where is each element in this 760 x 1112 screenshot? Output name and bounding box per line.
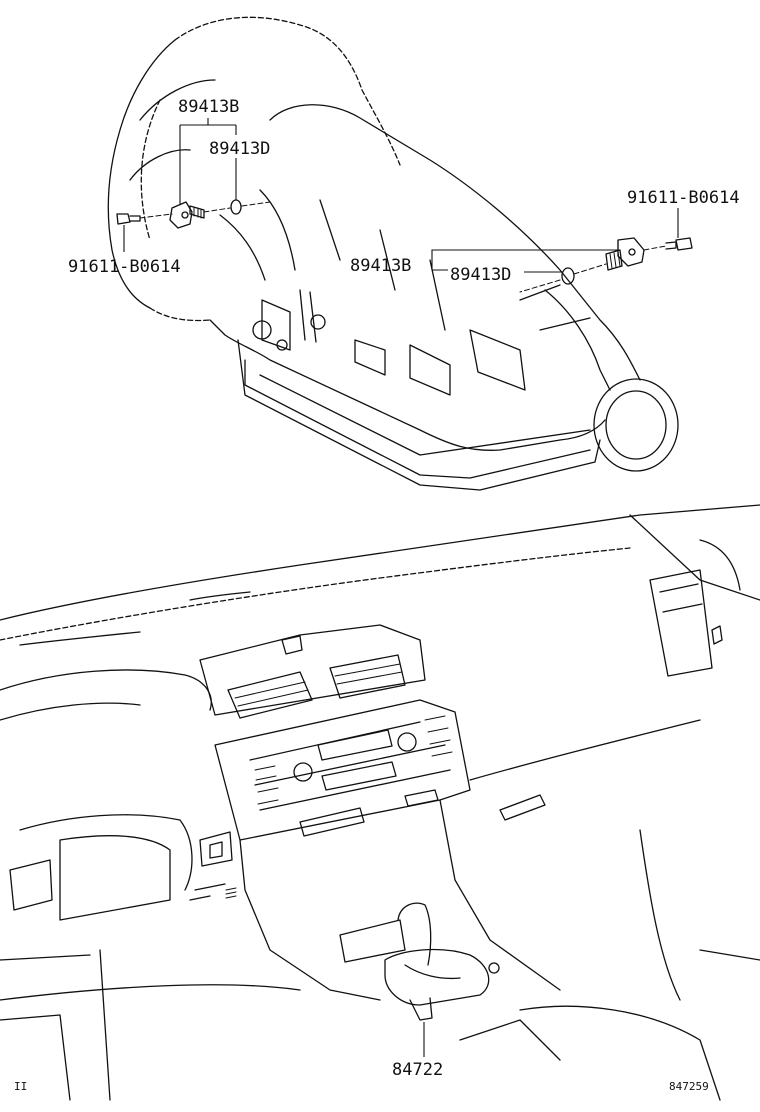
dashboard-interior bbox=[0, 504, 760, 1101]
right-sensor-axis bbox=[519, 245, 667, 293]
left-bolt bbox=[116, 213, 141, 225]
right-speed-sensor bbox=[605, 237, 645, 271]
right-o-ring bbox=[561, 267, 575, 285]
transmission-assembly bbox=[107, 16, 679, 491]
label-upper-sensor-d: 89413D bbox=[209, 139, 270, 159]
corner-mark: II bbox=[14, 1080, 27, 1093]
right-bolt bbox=[665, 237, 693, 251]
label-right-sensor-b: 89413B bbox=[350, 256, 411, 276]
label-left-bolt: 91611-B0614 bbox=[68, 257, 181, 277]
label-right-bolt: 91611-B0614 bbox=[627, 188, 740, 208]
label-shift-switch: 84722 bbox=[392, 1060, 443, 1080]
left-o-ring bbox=[230, 199, 242, 215]
left-sensor-axis bbox=[139, 201, 271, 219]
label-right-sensor-d: 89413D bbox=[450, 265, 511, 285]
transmission-leaders bbox=[123, 118, 679, 273]
label-upper-sensor-b: 89413B bbox=[178, 97, 239, 117]
left-speed-sensor bbox=[169, 201, 205, 229]
figure-id: 847259 bbox=[669, 1080, 709, 1093]
